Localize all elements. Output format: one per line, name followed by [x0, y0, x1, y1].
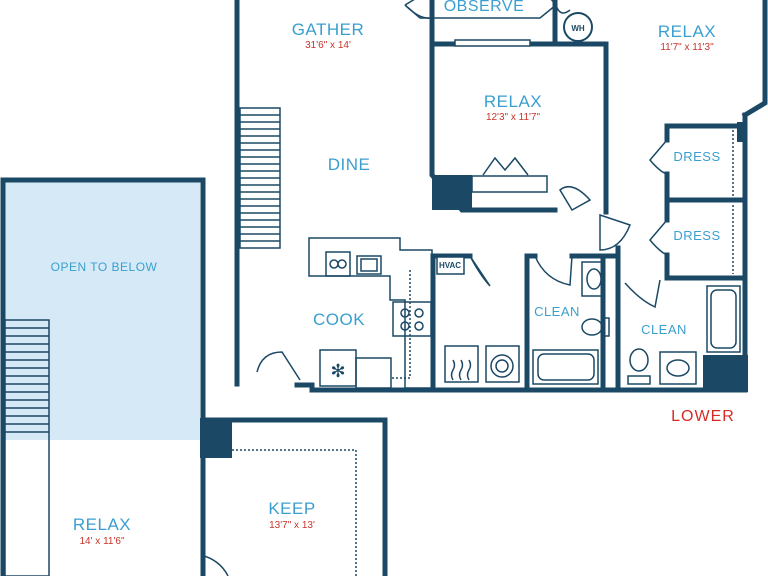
toilet-icon [627, 348, 651, 385]
windows [228, 39, 734, 576]
doors [200, 0, 668, 576]
observe-outline [404, 4, 557, 19]
level-label: LOWER [671, 408, 735, 425]
washer-icon [485, 345, 520, 383]
room-label-relax-top-right: RELAX [658, 22, 716, 41]
room-label-dress-top: DRESS [673, 149, 720, 164]
room-label-keep: KEEP [268, 499, 315, 518]
water-heater-icon [563, 12, 593, 42]
room-label-dine: DINE [328, 155, 371, 174]
room-label-cook: COOK [313, 310, 365, 329]
room-label-clean-right: CLEAN [641, 322, 687, 337]
dim-keep: 13'7" x 13' [269, 520, 315, 531]
dim-relax-bottom: 14' x 11'6" [80, 536, 125, 547]
wall-block [432, 175, 472, 210]
hvac-label: HVAC [439, 261, 461, 270]
bath-right-fixtures [627, 285, 741, 385]
bathtub-icon [532, 349, 599, 385]
room-label-relax-center: RELAX [484, 92, 542, 111]
sink-icon [659, 351, 697, 385]
dim-gather: 31'6" x 14' [305, 40, 351, 51]
dryer-icon [444, 345, 479, 383]
room-label-dress-bottom: DRESS [673, 228, 720, 243]
sink-icon [356, 255, 382, 275]
stairs-upper [239, 107, 281, 249]
room-label-observe: OBSERVE [444, 0, 525, 15]
room-label-gather: GATHER [292, 20, 365, 39]
kitchen-counter: ✻ [308, 237, 433, 389]
room-label-open-to-below: OPEN TO BELOW [51, 260, 158, 274]
room-label-clean-left: CLEAN [534, 304, 580, 319]
dim-relax-center: 12'3" x 11'7" [486, 112, 541, 123]
wall-block [737, 122, 747, 142]
svg-text:✻: ✻ [330, 361, 345, 381]
wall-block [703, 355, 748, 392]
sink-icon [581, 261, 605, 297]
wall-block [200, 418, 232, 458]
bathtub-icon [706, 285, 741, 353]
toilet-icon [581, 317, 610, 337]
wh-label: WH [571, 24, 585, 33]
dishwasher-icon [325, 251, 351, 277]
open-to-below-area [5, 182, 200, 440]
stairs-lower [4, 319, 50, 576]
dim-relax-top-right: 11'7" x 11'3" [660, 42, 714, 53]
bath-left-fixtures [532, 261, 610, 385]
stove-icon [392, 301, 432, 337]
hvac-box [436, 256, 465, 275]
laundry [444, 345, 520, 383]
room-label-relax-bottom: RELAX [73, 515, 131, 534]
